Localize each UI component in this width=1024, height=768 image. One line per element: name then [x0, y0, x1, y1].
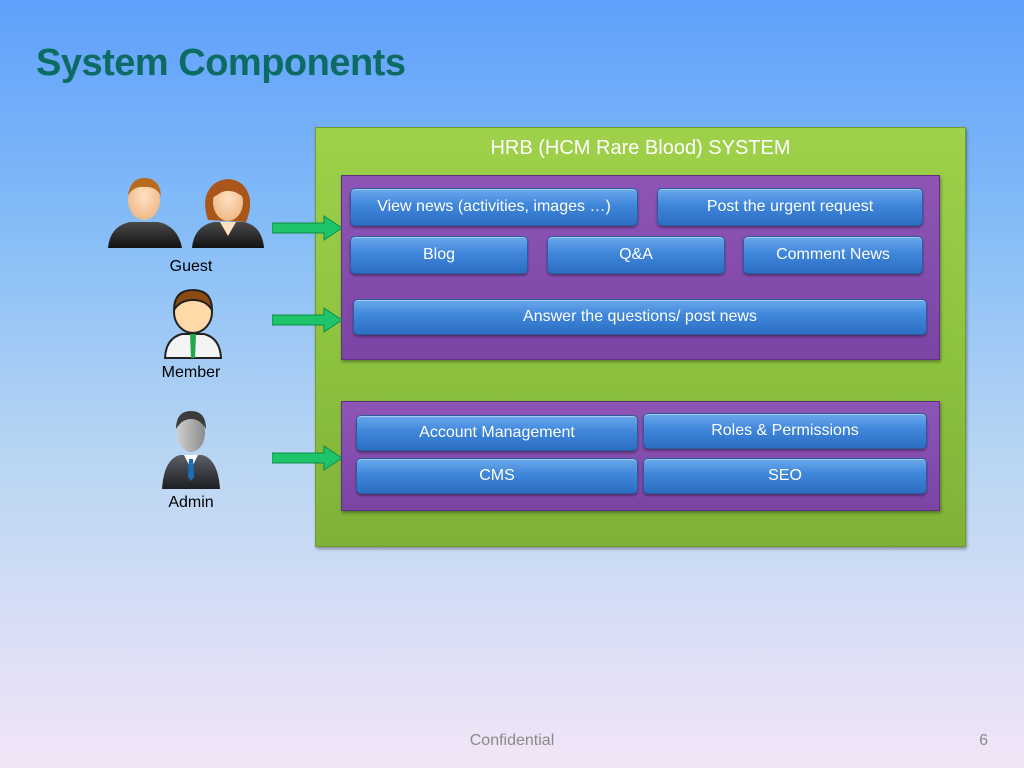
member-label: Member	[161, 364, 221, 381]
seo-button[interactable]: SEO	[643, 458, 927, 494]
comment-news-button[interactable]: Comment News	[743, 236, 923, 274]
page-number: 6	[979, 732, 988, 749]
guest-users-icon	[108, 178, 264, 248]
member-arrow	[272, 307, 343, 333]
system-title: HRB (HCM Rare Blood) SYSTEM	[490, 137, 791, 159]
blog-button[interactable]: Blog	[350, 236, 528, 274]
admin-arrow	[272, 445, 343, 471]
footer-confidential: Confidential	[469, 732, 555, 749]
guest-label: Guest	[169, 258, 213, 275]
post-urgent-request-button[interactable]: Post the urgent request	[657, 188, 923, 226]
qa-button[interactable]: Q&A	[547, 236, 725, 274]
roles-permissions-button[interactable]: Roles & Permissions	[643, 413, 927, 449]
answer-questions-post-news-button[interactable]: Answer the questions/ post news	[353, 299, 927, 335]
account-management-button[interactable]: Account Management	[356, 415, 638, 451]
slide-title: System Components	[36, 42, 406, 84]
admin-user-icon	[162, 411, 220, 489]
cms-button[interactable]: CMS	[356, 458, 638, 494]
member-user-icon	[163, 288, 223, 359]
view-news-button[interactable]: View news (activities, images …)	[350, 188, 638, 226]
admin-label: Admin	[168, 494, 214, 511]
guest-arrow	[272, 215, 343, 241]
